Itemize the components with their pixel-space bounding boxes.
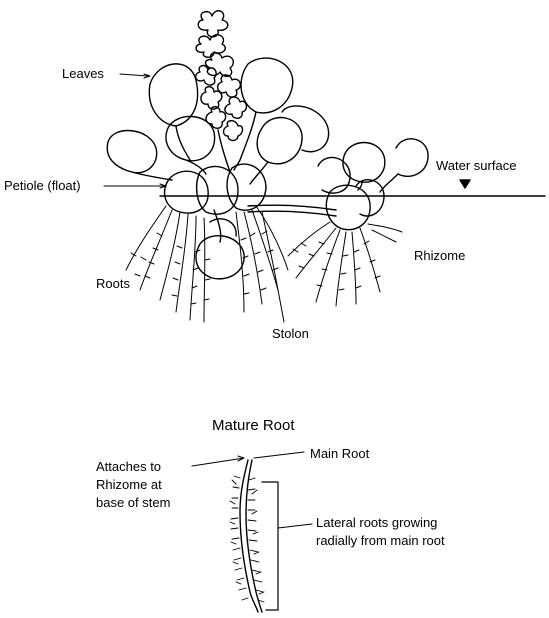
roots-label: Roots	[96, 276, 130, 291]
plant-leaves	[107, 58, 328, 184]
rhizome-label: Rhizome	[414, 248, 465, 263]
flower-spike	[196, 11, 247, 172]
left-plant-roots	[126, 206, 288, 322]
attaches-label-line3: base of stem	[96, 494, 170, 511]
water-surface-line	[160, 180, 545, 196]
root-leader-lines	[192, 452, 312, 528]
upper-leader-lines	[104, 74, 396, 322]
petiole-label: Petiole (float)	[4, 178, 81, 193]
water-surface-label: Water surface	[436, 158, 516, 173]
leaves-label: Leaves	[62, 66, 104, 81]
attaches-label-line2: Rhizome at	[96, 476, 162, 493]
mature-root-title: Mature Root	[212, 418, 295, 433]
main-root-label: Main Root	[310, 446, 369, 461]
lateral-roots-label-line1: Lateral roots growing	[316, 514, 437, 531]
lateral-roots-bracket	[262, 482, 278, 610]
stolon-label: Stolon	[272, 326, 309, 341]
lateral-roots-label-line2: radially from main root	[316, 532, 445, 549]
right-plant-roots	[288, 222, 402, 306]
attaches-label-line1: Attaches to	[96, 458, 161, 475]
